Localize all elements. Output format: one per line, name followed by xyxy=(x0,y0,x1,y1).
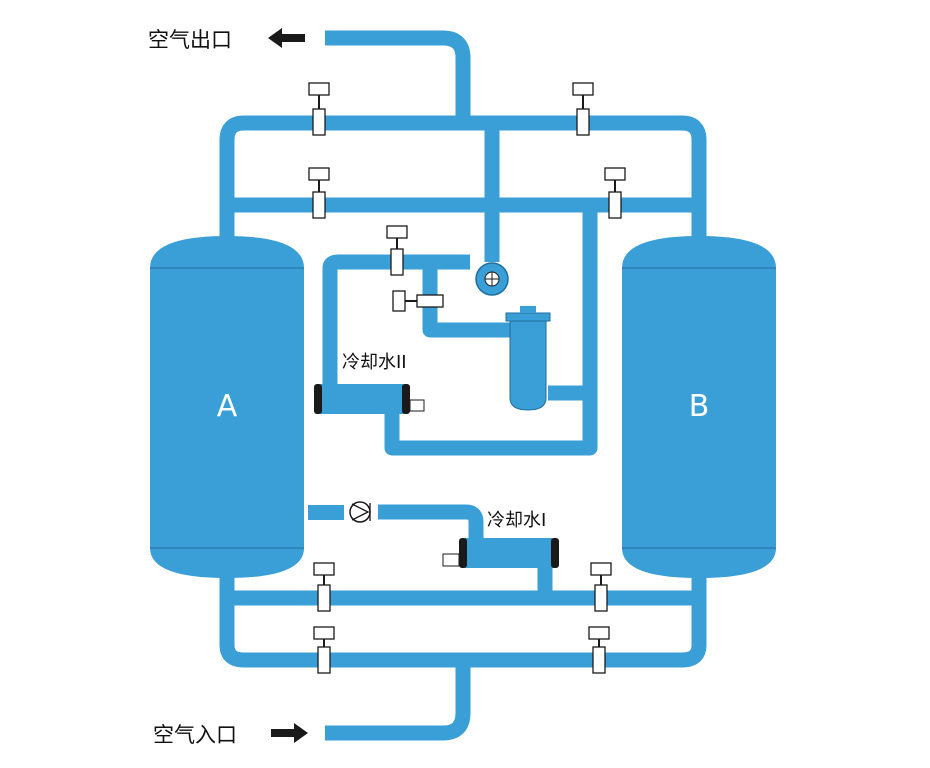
valve-top-left xyxy=(308,82,330,136)
valve-lower-right xyxy=(590,562,612,612)
inner-return-pipe xyxy=(384,205,598,456)
cooling-water-2-label: 冷却水II xyxy=(342,352,407,373)
top-header-pipe xyxy=(219,115,707,240)
outlet-pipe xyxy=(325,30,471,123)
inlet-pipe xyxy=(325,660,471,741)
tank-a-label: A xyxy=(217,389,238,424)
valve-second-right xyxy=(604,167,626,219)
cooler-1 xyxy=(442,538,559,568)
valve-inner-upper xyxy=(386,225,408,276)
separator-branch-pipe xyxy=(422,262,510,338)
valve-lower-left xyxy=(313,562,335,612)
blower-icon xyxy=(475,262,509,296)
valve-bottom-left xyxy=(313,626,335,674)
valve-top-right xyxy=(572,82,594,136)
cooler1-feed-pipe xyxy=(378,504,484,545)
valve-second-left xyxy=(308,167,330,219)
tank-b-label: B xyxy=(689,389,710,424)
air-outlet-label: 空气出口 xyxy=(148,28,232,52)
pipe-network xyxy=(219,30,707,741)
tank-b xyxy=(622,236,776,578)
valves xyxy=(308,82,626,674)
separator-vessel xyxy=(505,306,551,411)
cooling-water-1-label: 冷却水I xyxy=(487,510,546,531)
valve-inner-side xyxy=(392,290,444,312)
outlet-arrow-icon xyxy=(268,28,305,48)
inlet-arrow-icon xyxy=(271,723,308,743)
tank-a xyxy=(150,236,304,578)
cooler-2 xyxy=(314,384,425,414)
cooler2-riser-pipe xyxy=(322,254,470,395)
check-valve-stub xyxy=(308,505,344,520)
bottom-header-pipe xyxy=(219,560,707,668)
valve-bottom-right xyxy=(588,626,610,674)
air-inlet-label: 空气入口 xyxy=(153,723,237,747)
check-valve-icon xyxy=(349,501,371,523)
